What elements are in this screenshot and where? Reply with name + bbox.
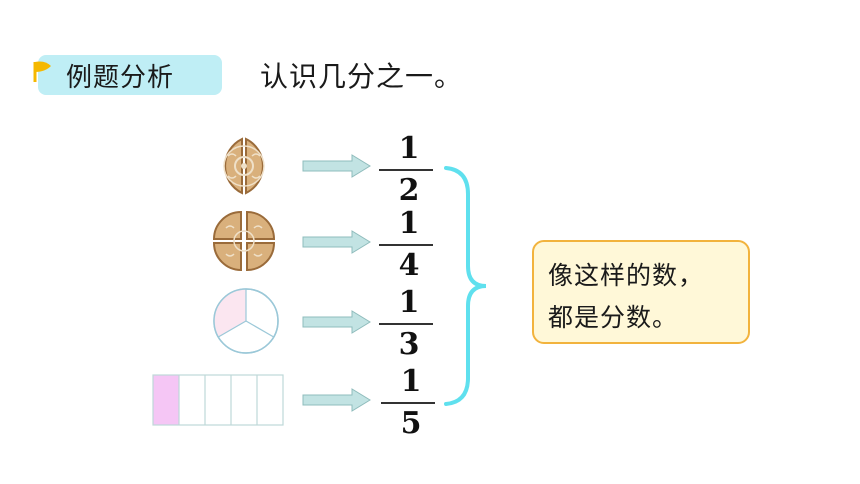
cookie-quarters-icon	[212, 210, 276, 272]
fraction-denominator: 3	[398, 327, 420, 362]
fraction-one-quarter: 1 4	[379, 206, 439, 284]
section-badge	[38, 55, 222, 95]
fraction-numerator: 1	[400, 364, 422, 399]
fraction-one-third: 1 3	[379, 285, 439, 363]
fraction-bar	[381, 402, 435, 404]
fraction-denominator: 4	[398, 248, 420, 283]
fraction-bar	[379, 169, 433, 171]
page-title: 认识几分之一。	[260, 60, 464, 93]
callout-line-1: 像这样的数，	[548, 261, 705, 290]
flag-icon	[33, 61, 51, 82]
fraction-numerator: 1	[398, 206, 420, 241]
fraction-one-half: 1 2	[379, 131, 439, 209]
cookie-halves-icon	[223, 137, 265, 195]
arrow-icon	[302, 310, 371, 334]
rectangle-fifths-icon	[152, 374, 284, 426]
arrow-icon	[302, 230, 371, 254]
curly-brace-icon	[444, 166, 487, 406]
callout-line-2: 都是分数。	[548, 303, 679, 332]
fraction-denominator: 2	[398, 173, 420, 208]
arrow-icon	[302, 388, 371, 412]
fraction-numerator: 1	[398, 131, 420, 166]
fraction-one-fifth: 1 5	[381, 364, 441, 442]
fraction-bar	[379, 244, 433, 246]
section-badge-label: 例题分析	[66, 63, 175, 93]
fraction-numerator: 1	[398, 285, 420, 320]
arrow-icon	[302, 154, 371, 178]
fraction-bar	[379, 323, 433, 325]
fraction-denominator: 5	[400, 406, 422, 441]
circle-thirds-icon	[213, 288, 279, 354]
conclusion-callout: 像这样的数， 都是分数。	[532, 240, 750, 344]
